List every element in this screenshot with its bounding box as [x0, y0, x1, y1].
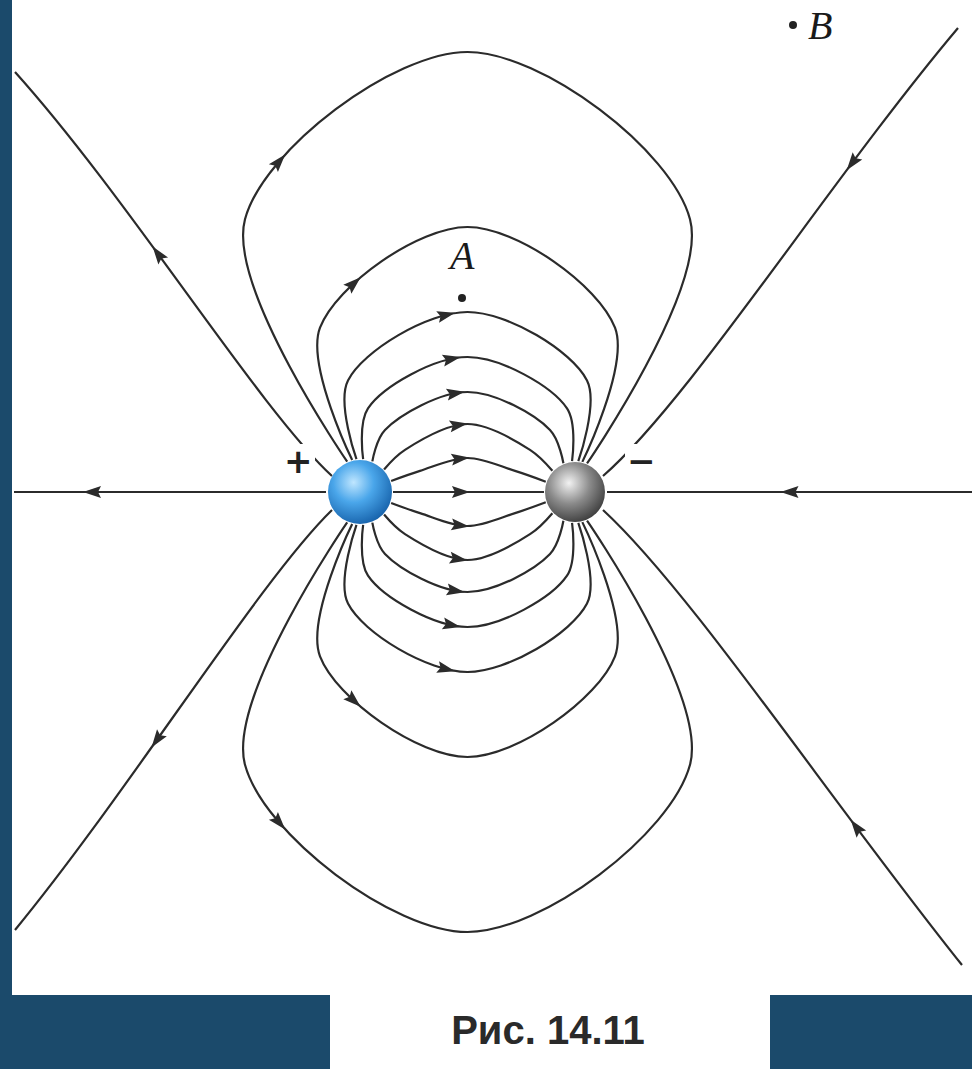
field-line	[243, 52, 692, 463]
field-arrow	[436, 307, 456, 323]
point-label: A	[447, 236, 477, 276]
field-arrow	[451, 451, 470, 465]
field-line	[393, 486, 544, 498]
field-arrow	[269, 812, 290, 833]
field-line	[344, 523, 590, 672]
field-arrow	[148, 243, 168, 265]
field-arrow	[842, 152, 862, 174]
charge-ball	[545, 462, 605, 522]
field-arrow	[442, 351, 462, 366]
charge-ball	[328, 460, 392, 524]
field-line	[384, 513, 552, 560]
field-arrow	[451, 518, 470, 532]
point-dot	[789, 21, 797, 29]
field-arrow	[343, 273, 364, 294]
field-line	[15, 72, 332, 476]
field-arrow	[781, 486, 799, 498]
point-dot	[458, 294, 466, 302]
field-line	[14, 491, 326, 493]
field-line	[372, 521, 563, 599]
field-arrow	[449, 417, 469, 432]
field-arrow	[343, 690, 364, 711]
field-line	[344, 312, 590, 461]
field-line	[384, 417, 552, 470]
caption-ground	[330, 990, 770, 1069]
field-line	[317, 227, 617, 462]
field-line	[384, 424, 552, 471]
field-arrow	[449, 552, 469, 567]
field-line	[391, 451, 546, 481]
field-line	[391, 458, 546, 482]
field-arrow	[442, 618, 462, 633]
field-arrow	[446, 583, 466, 598]
field-arrow	[83, 486, 101, 498]
field-arrow	[446, 386, 466, 401]
field-line	[243, 521, 692, 932]
field-line	[344, 523, 590, 677]
charge-sign: +	[282, 444, 315, 478]
field-line	[317, 522, 617, 757]
field-line	[243, 52, 692, 463]
field-arrow	[436, 661, 456, 677]
field-arrow	[269, 151, 290, 172]
field-line	[15, 510, 332, 930]
field-line	[317, 522, 617, 757]
field-line	[362, 523, 574, 627]
field-arrow	[452, 486, 470, 498]
point-label: B	[805, 6, 835, 46]
field-line	[384, 513, 552, 566]
charge-ball	[327, 459, 393, 525]
positive-charge: +	[327, 459, 393, 525]
field-line	[243, 521, 692, 932]
field-line	[317, 227, 617, 462]
field-line	[362, 523, 574, 633]
field-line	[603, 510, 962, 965]
field-line	[362, 351, 574, 461]
field-line	[603, 28, 958, 476]
field-line	[391, 502, 546, 532]
page-ground	[12, 0, 972, 995]
field-arrow	[846, 816, 866, 838]
field-line	[344, 307, 590, 461]
field-arrow	[147, 729, 167, 751]
figure-caption: Рис. 14.11	[451, 1010, 645, 1050]
charge-sign: −	[625, 444, 658, 478]
charge-ball	[544, 461, 606, 523]
field-line	[372, 521, 563, 592]
negative-charge: −	[544, 461, 606, 523]
field-line	[391, 502, 546, 526]
field-line	[362, 357, 574, 461]
